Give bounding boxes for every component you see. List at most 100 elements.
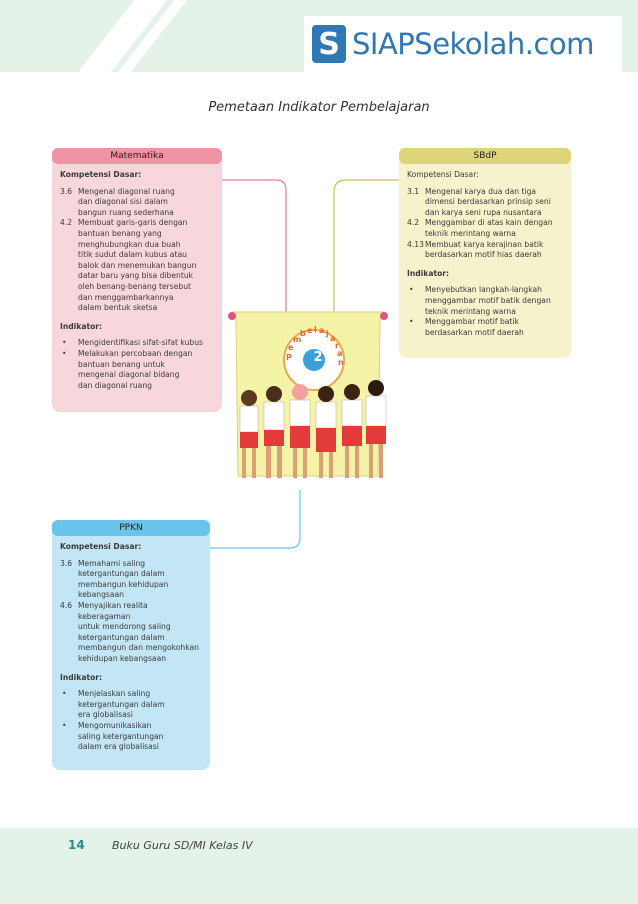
item-line: dan diagonal sisi dalam <box>78 197 168 207</box>
svg-text:a: a <box>330 334 335 343</box>
lesson-number: 2 <box>313 350 323 365</box>
item-number: 4.2 <box>407 218 420 228</box>
item-number: 4.13 <box>407 239 424 249</box>
sbdp-box: SBdP Kompetensi Dasar: 3.1 Mengenal karya… <box>399 148 571 358</box>
item-line: teknik merintang warna <box>425 228 516 238</box>
item-line: Membuat karya kerajinan batik <box>425 239 544 249</box>
ppkn-ind-label: Indikator: <box>60 672 103 682</box>
logo-mark: S <box>312 25 346 63</box>
ppkn-kd-label: Kompetensi Dasar: <box>60 542 142 551</box>
item-number: 3.1 <box>407 186 420 196</box>
item-line: untuk mendorong saling <box>78 622 171 632</box>
svg-text:a: a <box>319 326 324 335</box>
svg-text:b: b <box>300 329 306 338</box>
svg-text:a: a <box>337 349 342 358</box>
svg-text:j: j <box>325 329 329 338</box>
item-line: berdasarkan motif daerah <box>425 327 524 337</box>
item-line: dalam era globalisasi <box>78 742 159 752</box>
item-line: dan diagonal ruang <box>78 380 152 390</box>
item-line: saling ketergantungan <box>78 731 164 741</box>
sbdp-heading: SBdP <box>399 148 571 164</box>
item-line: kehidupan kebangsaan <box>78 653 167 663</box>
site-logo[interactable]: S SIAPSekolah.com <box>304 16 622 72</box>
item-line: mengenal diagonal bidang <box>78 370 180 380</box>
item-line: kebangsaan <box>78 590 124 600</box>
item-line: Menyebutkan langkah-langkah <box>425 285 542 295</box>
matematika-ind-list: •Mengidentifikasi sifat-sifat kubus• Mela… <box>60 338 214 391</box>
item-text: Mengidentifikasi sifat-sifat kubus <box>78 338 203 349</box>
svg-text:r: r <box>335 341 339 350</box>
bullet-icon: • <box>62 348 67 358</box>
svg-text:e: e <box>307 326 313 335</box>
item-line: bantuan benang yang <box>78 228 162 238</box>
item-line: ketergantungan dalam <box>78 632 165 642</box>
ppkn-heading: PPKN <box>52 520 210 536</box>
sbdp-kd-label: Kompetensi Dasar: <box>407 170 479 179</box>
item-line: Melakukan percobaan dengan <box>78 348 193 358</box>
bullet-icon: • <box>62 689 67 699</box>
item-line: ketergantungan dalam <box>78 699 165 709</box>
item-number: 4.2 <box>60 218 73 228</box>
item-line: era globalisasi <box>78 710 133 720</box>
svg-text:n: n <box>338 358 344 367</box>
ppkn-box: PPKN Kompetensi Dasar: 3.6 Memahami salin… <box>52 520 210 770</box>
item-number: 3.6 <box>60 186 73 196</box>
item-line: dan menggambarkannya <box>78 292 174 302</box>
svg-text:l: l <box>314 325 317 334</box>
item-line: Memahami saling <box>78 558 146 568</box>
item-line: menggambar motif batik dengan <box>425 295 551 305</box>
bullet-icon: • <box>409 317 414 327</box>
item-line: bangun ruang sederhana <box>78 207 174 217</box>
item-line: Mengidentifikasi sifat-sifat kubus <box>78 338 203 348</box>
item-line: berdasarkan motif hias daerah <box>425 250 542 260</box>
svg-text:e: e <box>288 343 294 352</box>
item-line: Mengenal diagonal ruang <box>78 186 175 196</box>
item-line: Menggambar motif batik <box>425 317 519 327</box>
item-line: teknik merintang warna <box>425 306 516 316</box>
bullet-icon: • <box>409 285 414 295</box>
item-line: membangun dan mengokohkan <box>78 643 199 653</box>
matematika-heading: Matematika <box>52 148 222 164</box>
item-line: membangun kehidupan <box>78 579 169 589</box>
item-line: Membuat garis-garis dengan <box>78 218 188 228</box>
item-line: datar baru yang bisa dibentuk <box>78 271 194 281</box>
item-line: balok dan menemukan bangun <box>78 260 197 270</box>
item-line: Mengenal karya dua dan tiga <box>425 186 537 196</box>
item-line: oleh benang-benang tersebut <box>78 281 192 291</box>
item-number: 4.6 <box>60 600 73 610</box>
page-number: 14 <box>68 838 85 852</box>
indicator-item: •Mengidentifikasi sifat-sifat kubus <box>60 338 214 349</box>
svg-text:m: m <box>293 335 301 344</box>
item-number: 3.6 <box>60 558 73 568</box>
item-line: menghubungkan dua buah <box>78 239 181 249</box>
line-matematika <box>222 179 287 316</box>
